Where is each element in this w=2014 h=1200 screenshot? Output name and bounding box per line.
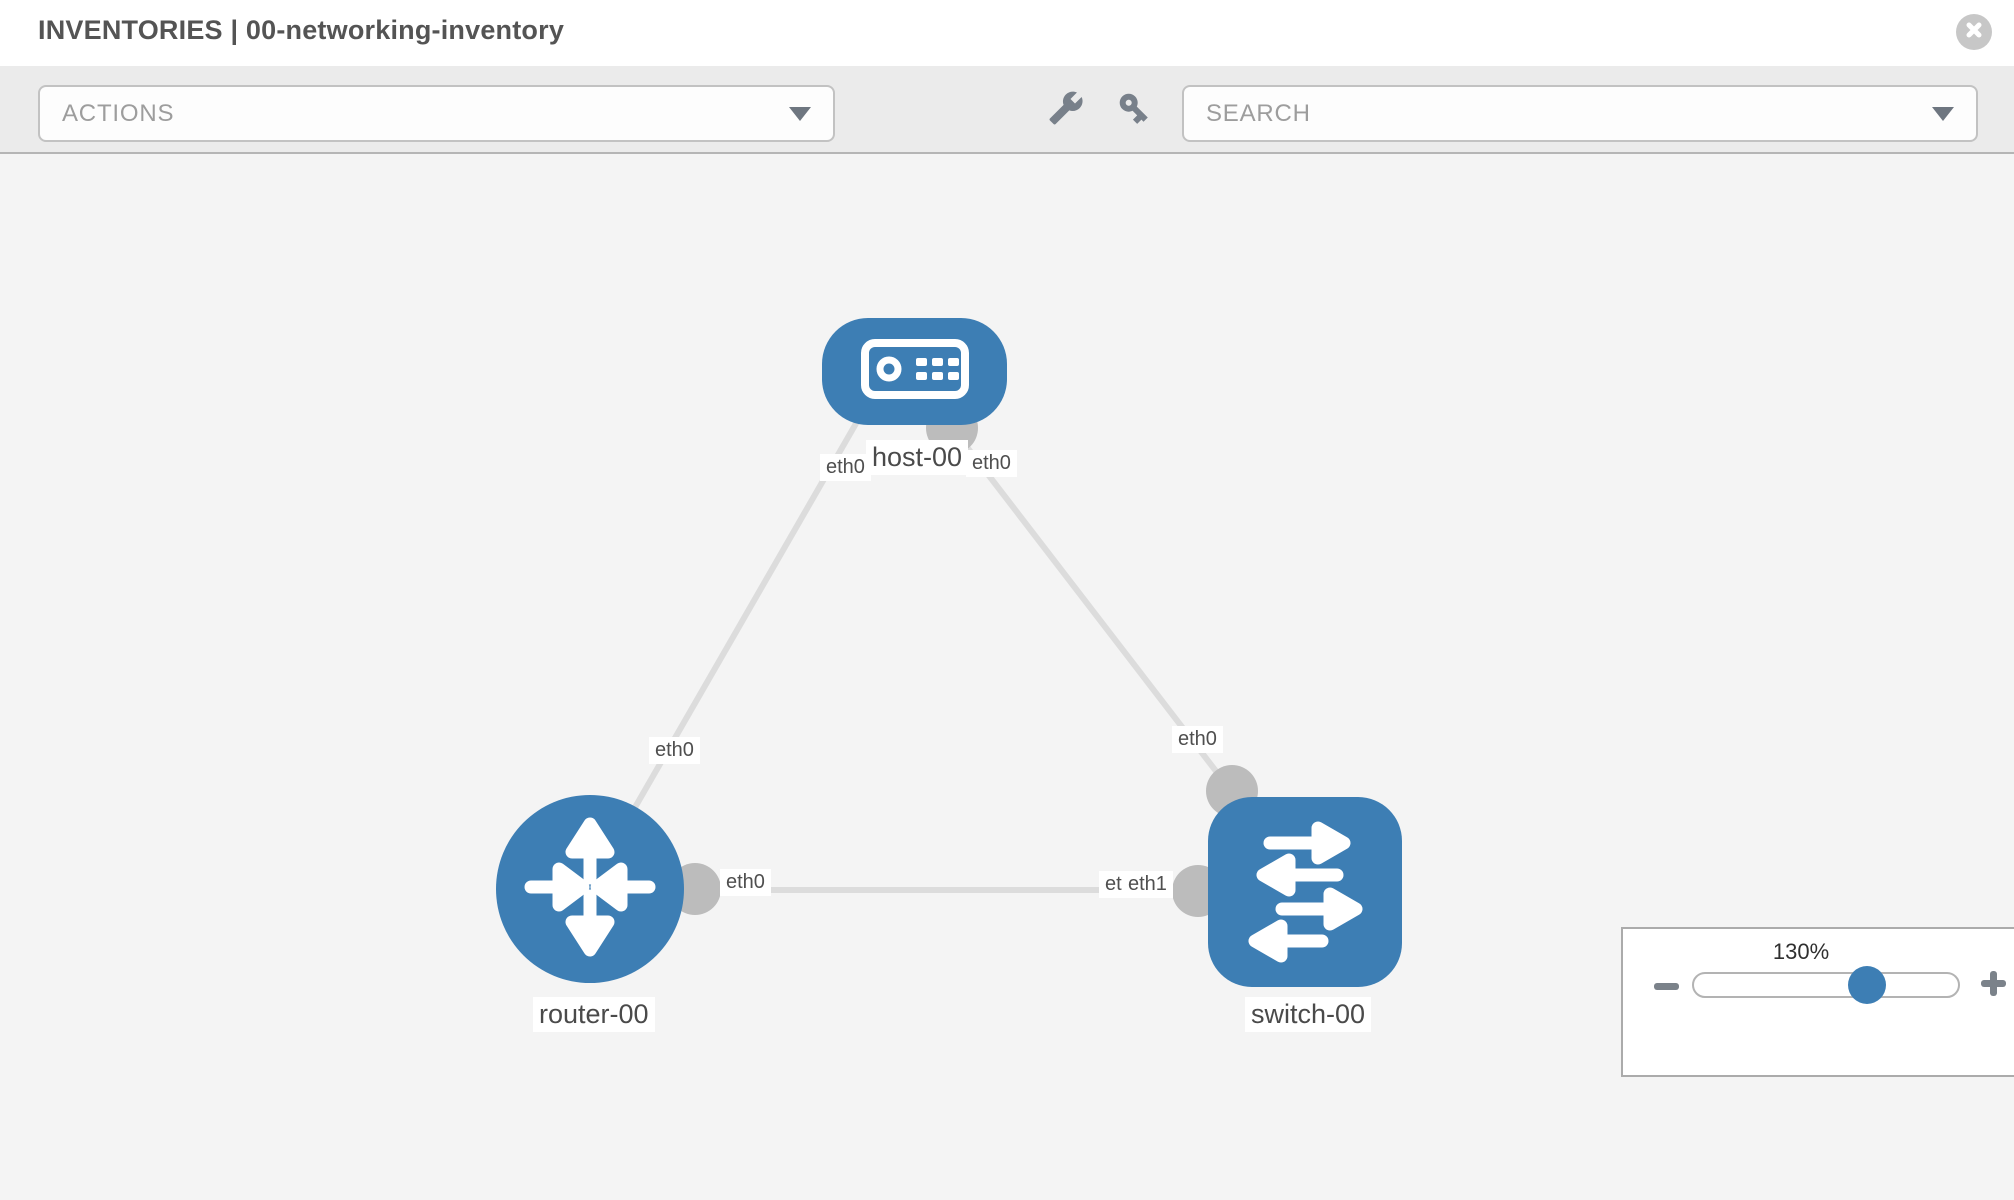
chevron-down-icon [1932, 106, 1954, 121]
zoom-level: 130% [1772, 939, 1830, 964]
search-dropdown-label: SEARCH [1206, 99, 1311, 127]
toolbar: ACTIONS SEARCH [0, 66, 2014, 154]
node-router-00[interactable] [496, 795, 684, 983]
node-label-router: router-00 [533, 997, 655, 1033]
zoom-in-button[interactable] [1981, 971, 2006, 996]
search-dropdown[interactable]: SEARCH [1182, 85, 1978, 142]
switch-icon-node[interactable] [1208, 797, 1402, 987]
actions-dropdown[interactable]: ACTIONS [38, 85, 835, 142]
zoom-panel: 130% [1621, 927, 2014, 1077]
key-button[interactable] [1114, 90, 1154, 130]
node-label-host: host-00 [866, 440, 969, 476]
close-button[interactable] [1956, 14, 1992, 50]
interface-label-switch-eth1: eth1 [1122, 871, 1173, 898]
interface-label-router-eth0-mid: eth0 [720, 869, 771, 896]
key-icon [1116, 90, 1152, 131]
interface-label-host-eth0-left: eth0 [820, 454, 871, 481]
close-icon [1965, 21, 1983, 44]
topology-canvas[interactable]: host-00 router-00 switch-00 eth0 eth0 et… [0, 156, 2014, 1200]
node-label-switch: switch-00 [1245, 997, 1372, 1033]
zoom-slider[interactable] [1692, 966, 1960, 1004]
zoom-slider-thumb[interactable] [1848, 966, 1886, 1004]
page-title: INVENTORIES | 00-networking-inventory [38, 15, 565, 45]
interface-label-router-eth0-top: eth0 [649, 737, 700, 764]
actions-dropdown-label: ACTIONS [62, 99, 175, 127]
interface-label-switch-eth0-top: eth0 [1172, 726, 1223, 753]
zoom-out-button[interactable] [1654, 983, 1679, 990]
switch-icon [1230, 815, 1380, 970]
header: INVENTORIES | 00-networking-inventory [0, 0, 2014, 66]
wrench-icon [1048, 90, 1084, 131]
node-host-00[interactable] [822, 318, 1007, 425]
chevron-down-icon [789, 106, 811, 121]
router-icon [515, 812, 665, 967]
interface-label-host-eth0-right: eth0 [966, 450, 1017, 477]
plus-icon [1990, 971, 1997, 996]
wrench-button[interactable] [1046, 90, 1086, 130]
host-icon [860, 338, 970, 405]
